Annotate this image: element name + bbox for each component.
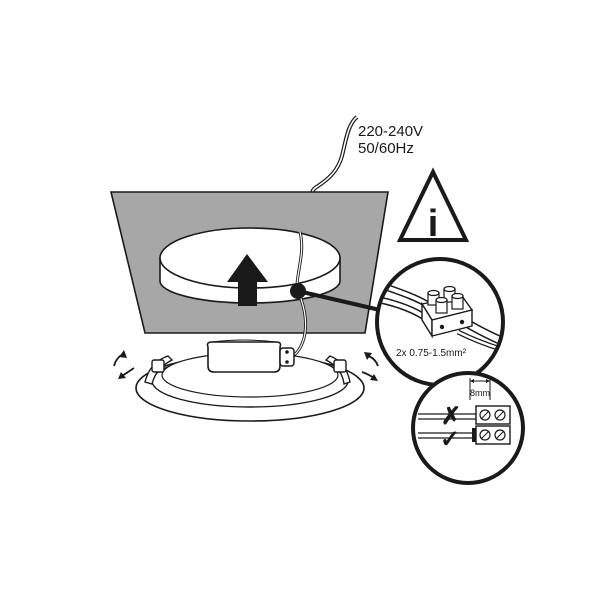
strip-dimension: 8mm: [469, 378, 491, 400]
terminal-zoom-circle: 2x 0.75-1.5mm²: [375, 257, 505, 387]
cable-clamp: [279, 347, 295, 367]
left-spring-clip: [144, 355, 174, 385]
wrong-mark-icon: ✗: [441, 403, 461, 430]
terminal-block: [420, 285, 474, 339]
info-warning-icon: i: [396, 167, 470, 245]
info-glyph: i: [428, 203, 439, 245]
frequency-label: 50/60Hz: [358, 140, 414, 157]
strip-length-zoom-circle: 8mm ✗: [411, 371, 525, 485]
downlight-fixture: [135, 352, 365, 422]
wrong-connection-row: ✗: [418, 403, 511, 430]
correct-connection-row: ✓: [418, 425, 511, 453]
right-mark-icon: ✓: [440, 426, 460, 453]
connection-dot: [290, 283, 306, 299]
voltage-label: 220-240V: [358, 123, 423, 140]
supply-cable: [310, 115, 359, 198]
strip-length-label: 8mm: [470, 388, 490, 398]
up-arrow-icon: [227, 254, 268, 306]
leader-line: [297, 289, 381, 312]
right-rotate-arrows-icon: [361, 352, 379, 381]
right-spring-clip: [324, 355, 351, 385]
driver-box: [206, 339, 282, 373]
cable-spec-label: 2x 0.75-1.5mm²: [396, 348, 467, 359]
left-rotate-arrows-icon: [113, 350, 135, 379]
